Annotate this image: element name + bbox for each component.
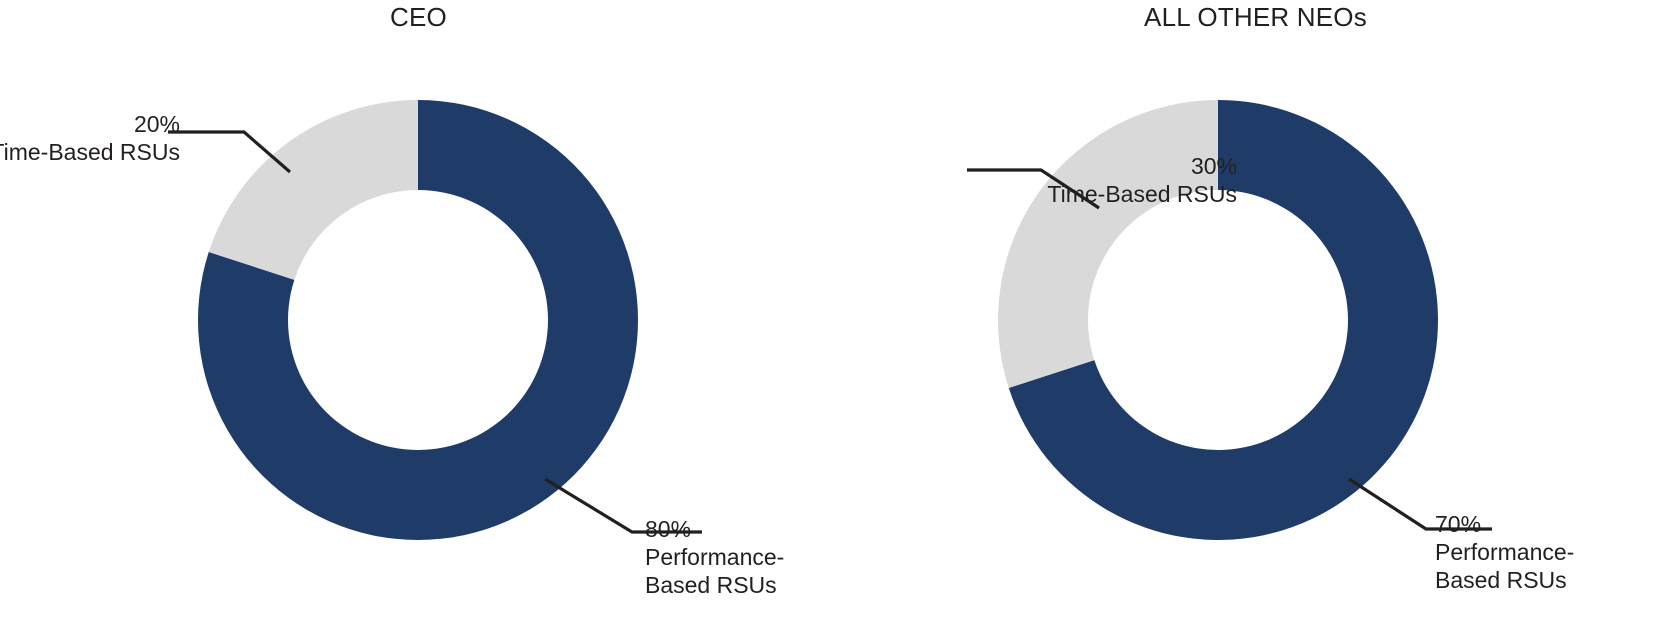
callout-label-line2: Based RSUs (645, 572, 777, 598)
callout-label-line1: Performance- (645, 544, 785, 570)
donut-slice-performance-based[interactable] (198, 100, 639, 541)
page-title-ceo: CEO (390, 2, 447, 32)
callout-time-based-ceo: 20% Time-Based RSUs (0, 110, 180, 166)
leader-line-performance-based (1348, 477, 1492, 531)
callout-time-based-all-other-neos: 30% Time-Based RSUs (757, 152, 1237, 208)
callout-percent: 70% (1435, 511, 1482, 537)
callout-performance-based-all-other-neos: 70% Performance- Based RSUs (1435, 510, 1674, 594)
donut-slice-time-based[interactable] (998, 100, 1218, 388)
chart-panel-all-other-neos: ALL OTHER NEOs 30% Time-Based RSUs 70% P… (837, 0, 1674, 640)
callout-percent: 80% (645, 516, 692, 542)
callout-label-line2: Based RSUs (1435, 567, 1567, 593)
callout-performance-based-ceo: 80% Performance- Based RSUs (645, 515, 945, 599)
leader-line-performance-based (544, 477, 702, 534)
page-title-all-other-neos: ALL OTHER NEOs (1144, 2, 1367, 32)
donut-slice-time-based[interactable] (208, 100, 418, 280)
leader-line-time-based (967, 168, 1100, 210)
callout-percent: 20% (133, 111, 180, 137)
donut-slice-performance-based[interactable] (1008, 100, 1439, 540)
chart-panel-ceo: CEO 20% Time-Based RSUs 80% Performance-… (0, 2, 784, 598)
callout-label-line1: Performance- (1435, 539, 1575, 565)
callout-label: Time-Based RSUs (0, 139, 180, 165)
callout-percent: 30% (1190, 153, 1237, 179)
callout-label: Time-Based RSUs (1047, 181, 1237, 207)
leader-line-time-based (168, 130, 292, 174)
donut-chart-ceo (168, 100, 702, 541)
donut-chart-all-other-neos (967, 100, 1492, 540)
